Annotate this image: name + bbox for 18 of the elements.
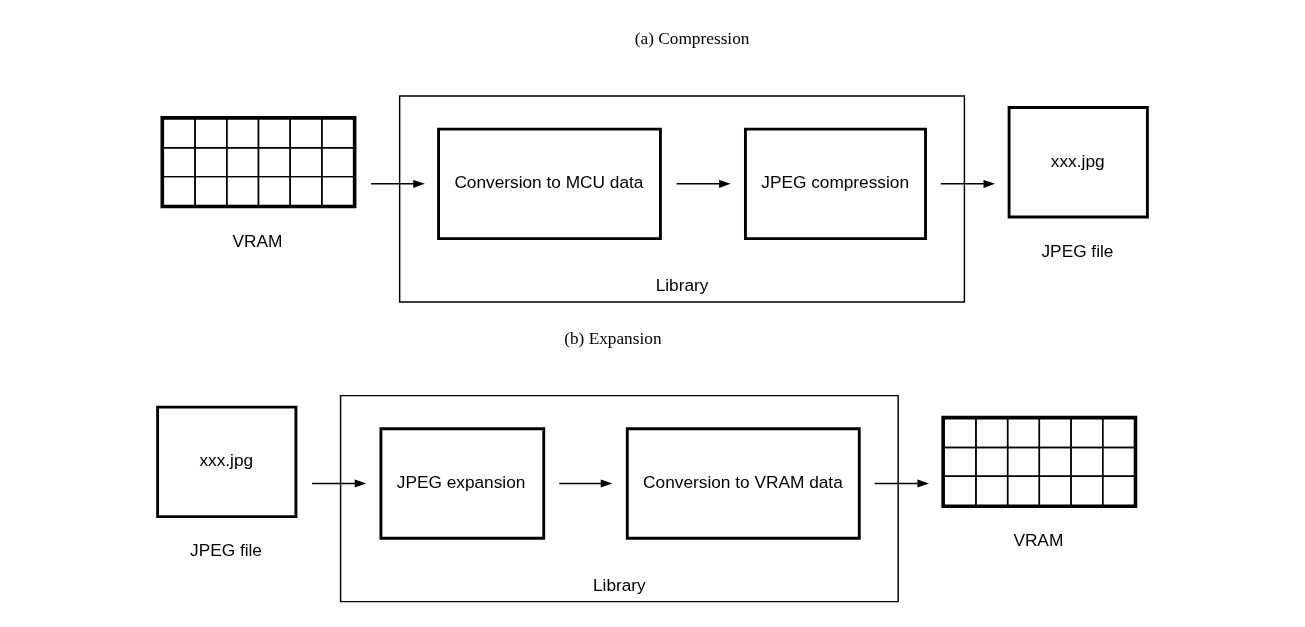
node-box: Conversion to MCU data (437, 127, 662, 240)
arrow (940, 179, 996, 188)
arrow (370, 179, 425, 188)
arrow (874, 479, 929, 488)
node-label: JPEG file (1041, 240, 1114, 261)
node-box: JPEG compression (744, 127, 927, 240)
label: (b) Expansion (564, 328, 662, 348)
arrow (311, 479, 367, 488)
node-label: VRAM (1013, 530, 1064, 551)
node-box: xxx.jpg (1007, 106, 1149, 219)
node-box: JPEG expansion (379, 427, 546, 540)
node-box: xxx.jpg (156, 405, 298, 519)
node-label: JPEG file (190, 540, 262, 561)
node-box: Conversion to VRAM data (625, 427, 861, 540)
arrow (675, 179, 731, 188)
node-label: VRAM (232, 230, 283, 251)
arrow (558, 479, 613, 488)
label: (a) Compression (634, 29, 750, 49)
